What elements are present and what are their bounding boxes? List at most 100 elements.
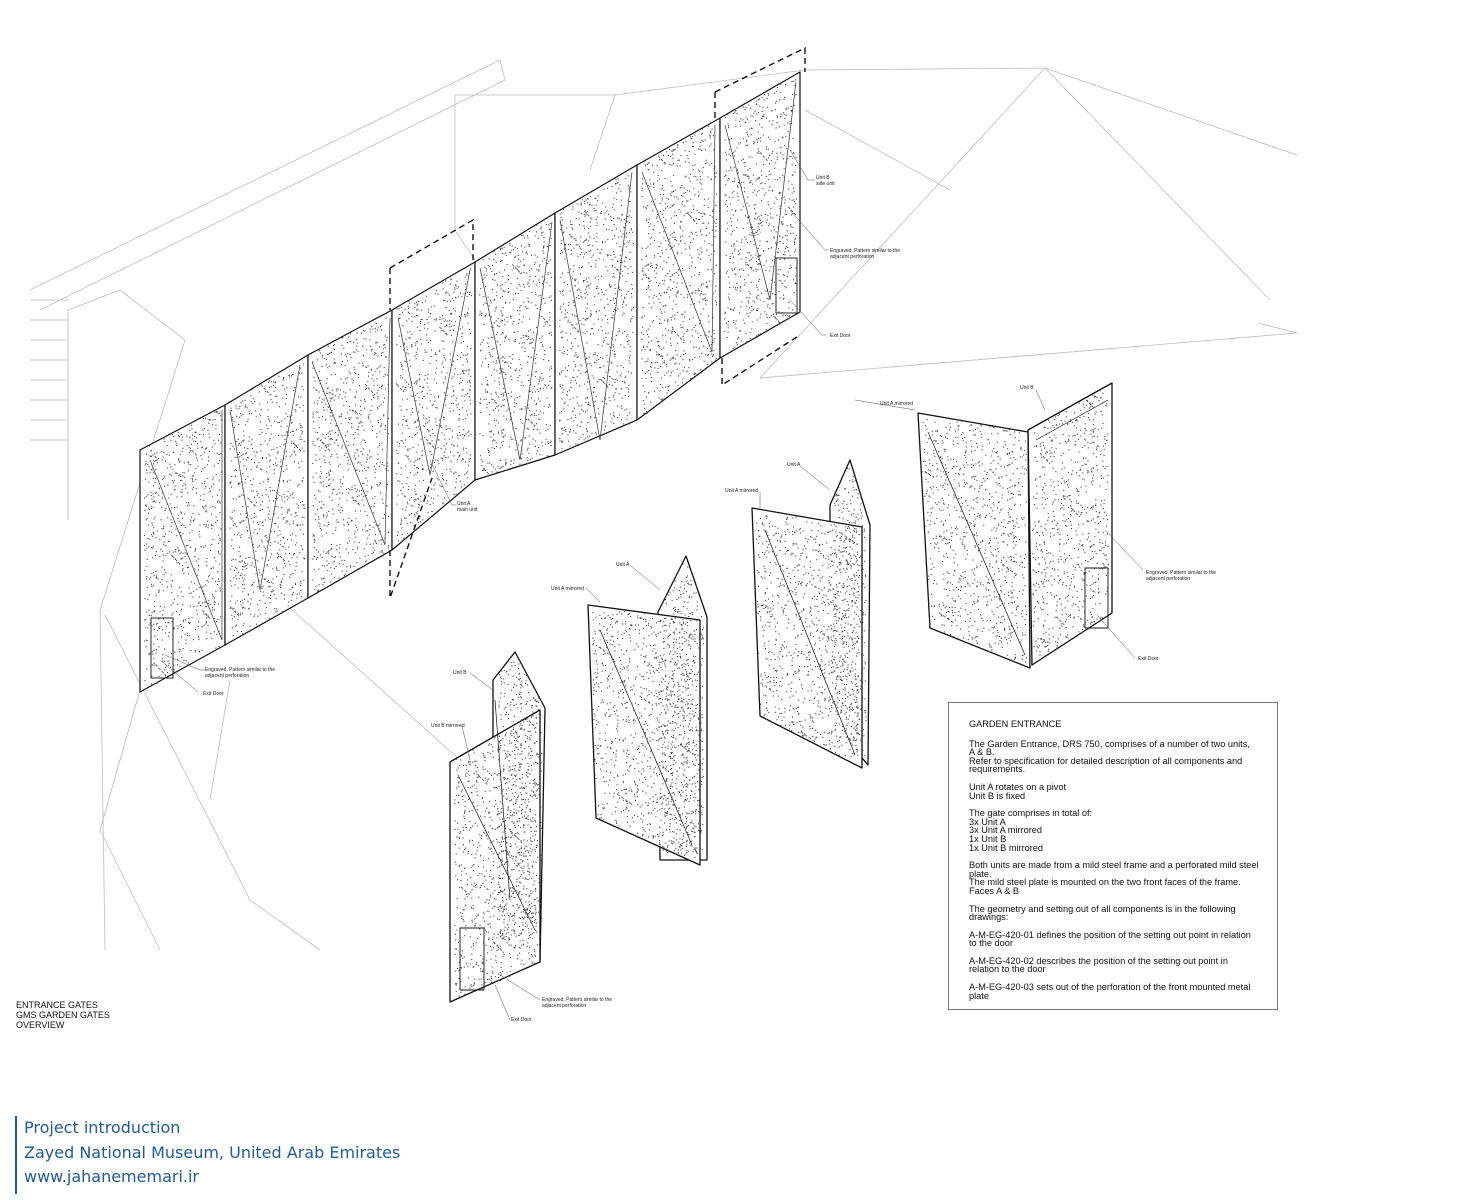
perforation-dot bbox=[495, 442, 497, 444]
perforation-dot bbox=[173, 481, 175, 483]
perforation-dot bbox=[329, 392, 331, 394]
perforation-dot bbox=[560, 332, 562, 334]
perforation-dot bbox=[347, 529, 349, 531]
perforation-dot bbox=[173, 556, 175, 558]
perforation-dot bbox=[700, 229, 702, 231]
perforation-dot bbox=[672, 329, 674, 331]
perforation-dot bbox=[581, 365, 583, 367]
perforation-dot bbox=[693, 209, 695, 211]
perforation-dot bbox=[289, 588, 291, 590]
perforation-dot bbox=[237, 439, 239, 441]
perforation-dot bbox=[151, 651, 153, 653]
perforation-dot bbox=[620, 373, 622, 375]
perforation-dot bbox=[348, 422, 350, 424]
perforation-dot bbox=[656, 217, 658, 219]
perforation-dot bbox=[282, 537, 284, 539]
perforation-dot bbox=[162, 609, 164, 611]
perforation-dot bbox=[469, 268, 471, 270]
perforation-dot bbox=[375, 352, 377, 354]
perforation-dot bbox=[197, 621, 199, 623]
perforation-dot bbox=[568, 244, 570, 246]
perforation-dot bbox=[406, 424, 408, 426]
perforation-dot bbox=[180, 558, 182, 560]
perforation-dot bbox=[144, 497, 146, 499]
perforation-dot bbox=[710, 178, 712, 180]
perforation-dot bbox=[646, 396, 648, 398]
perforation-dot bbox=[155, 537, 157, 539]
perforation-dot bbox=[413, 461, 415, 463]
perforation-dot bbox=[666, 354, 668, 356]
perforation-dot bbox=[362, 482, 364, 484]
perforation-dot bbox=[513, 411, 515, 413]
perforation-dot bbox=[150, 652, 152, 654]
perforation-dot bbox=[484, 315, 486, 317]
perforation-dot bbox=[509, 416, 511, 418]
perforation-dot bbox=[495, 425, 497, 427]
perforation-dot bbox=[691, 291, 693, 293]
perforation-dot bbox=[559, 308, 561, 310]
perforation-dot bbox=[620, 388, 622, 390]
perforation-dot bbox=[688, 177, 690, 179]
perforation-dot bbox=[449, 329, 451, 331]
perforation-dot bbox=[562, 441, 564, 443]
perforation-dot bbox=[712, 317, 714, 319]
perforation-dot bbox=[445, 448, 447, 450]
perforation-dot bbox=[622, 367, 624, 369]
perforation-dot bbox=[647, 185, 649, 187]
perforation-dot bbox=[468, 381, 470, 383]
perforation-dot bbox=[427, 386, 429, 388]
perforation-dot bbox=[419, 516, 421, 518]
perforation-dot bbox=[433, 305, 435, 307]
perforation-dot bbox=[374, 540, 376, 542]
perforation-dot bbox=[409, 312, 411, 314]
perforation-dot bbox=[362, 529, 364, 531]
perforation-dot bbox=[171, 614, 173, 616]
perforation-dot bbox=[358, 413, 360, 415]
perforation-dot bbox=[590, 417, 592, 419]
perforation-dot bbox=[691, 359, 693, 361]
perforation-dot bbox=[328, 496, 330, 498]
perforation-dot bbox=[442, 288, 444, 290]
perforation-dot bbox=[357, 503, 359, 505]
perforation-dot bbox=[596, 286, 598, 288]
perforation-dot bbox=[597, 279, 599, 281]
perforation-dot bbox=[667, 240, 669, 242]
perforation-dot bbox=[426, 351, 428, 353]
perforation-dot bbox=[357, 433, 359, 435]
perforation-dot bbox=[232, 445, 234, 447]
perforation-dot bbox=[286, 441, 288, 443]
perforation-dot bbox=[403, 415, 405, 417]
perforation-dot bbox=[182, 568, 184, 570]
perforation-dot bbox=[370, 488, 372, 490]
perforation-dot bbox=[230, 460, 232, 462]
perforation-dot bbox=[485, 377, 487, 379]
perforation-dot bbox=[245, 404, 247, 406]
perforation-dot bbox=[382, 448, 384, 450]
perforation-dot bbox=[317, 508, 319, 510]
perforation-dot bbox=[466, 471, 468, 473]
perforation-dot bbox=[370, 369, 372, 371]
perforation-dot bbox=[416, 512, 418, 514]
perforation-dot bbox=[332, 513, 334, 515]
perforation-dot bbox=[400, 346, 402, 348]
perforation-dot bbox=[358, 422, 360, 424]
perforation-dot bbox=[502, 276, 504, 278]
perforation-dot bbox=[479, 311, 481, 313]
perforation-dot bbox=[663, 231, 665, 233]
perforation-dot bbox=[715, 285, 717, 287]
perforation-dot bbox=[504, 434, 506, 436]
perforation-dot bbox=[247, 600, 249, 602]
perforation-dot bbox=[431, 405, 433, 407]
perforation-dot bbox=[606, 384, 608, 386]
perforation-dot bbox=[430, 355, 432, 357]
perforation-dot bbox=[165, 666, 167, 668]
perforation-dot bbox=[670, 275, 672, 277]
perforation-dot bbox=[505, 459, 507, 461]
perforation-dot bbox=[500, 367, 502, 369]
perforation-dot bbox=[562, 384, 564, 386]
perforation-dot bbox=[290, 534, 292, 536]
perforation-dot bbox=[540, 377, 542, 379]
perforation-dot bbox=[162, 554, 164, 556]
perforation-dot bbox=[255, 410, 257, 412]
perforation-dot bbox=[575, 352, 577, 354]
